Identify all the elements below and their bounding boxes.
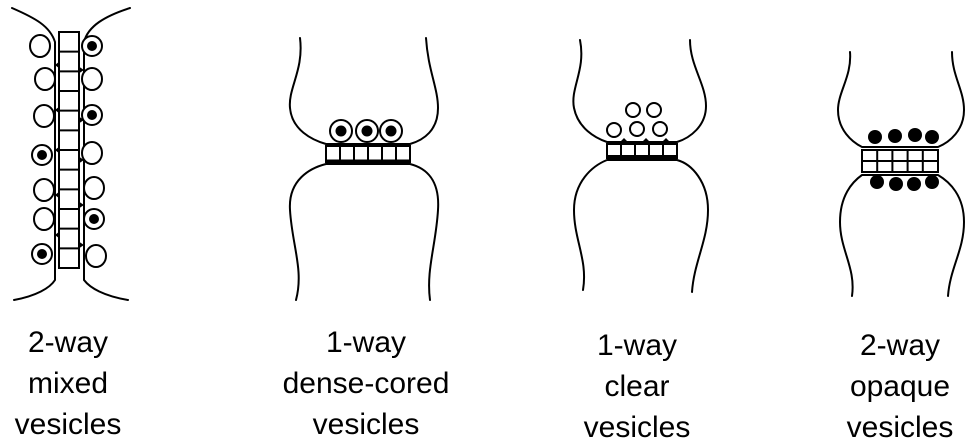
synapse-mixed (12, 8, 130, 300)
postsynaptic-terminal (290, 164, 438, 300)
synapse-opaque (838, 52, 964, 296)
opaque-vesicle (908, 128, 922, 142)
caption-line-1: 1-way (326, 326, 406, 359)
postsynaptic-terminal (840, 175, 964, 296)
clear-vesicle (626, 103, 640, 117)
clear-vesicle (630, 122, 644, 136)
clear-vesicle (84, 177, 104, 199)
opaque-vesicle (870, 175, 884, 189)
junction-ladder (59, 32, 79, 268)
dense-cored-vesicle (380, 120, 402, 142)
junction-density-marks (618, 138, 672, 144)
opaque-vesicle (925, 175, 939, 189)
dense-cored-vesicle (82, 105, 102, 125)
clear-vesicle (607, 123, 621, 137)
opaque-vesicle (907, 177, 921, 191)
synapse-clear (573, 40, 708, 292)
caption-line-3: vesicles (313, 408, 420, 441)
clear-vesicle (30, 35, 50, 57)
dense-cored-vesicle (32, 244, 52, 264)
caption-line-1: 2-way (28, 326, 108, 359)
clear-vesicle (35, 68, 55, 90)
postsynaptic-terminal (574, 160, 708, 292)
opaque-vesicle (925, 130, 939, 144)
opaque-vesicle (889, 177, 903, 191)
junction-ladder (326, 146, 410, 162)
dense-cored-vesicle (82, 36, 102, 56)
caption-line-2: clear (604, 370, 669, 403)
opaque-vesicle (868, 130, 882, 144)
caption-opaque: 2-way opaque vesicles (847, 329, 954, 444)
clear-vesicle (34, 179, 54, 201)
caption-line-3: vesicles (15, 408, 122, 441)
clear-vesicle (647, 103, 661, 117)
synapse-dense-cored (290, 38, 438, 300)
caption-line-1: 1-way (597, 329, 677, 362)
caption-dense-cored: 1-way dense-cored vesicles (283, 326, 450, 441)
clear-vesicle (34, 105, 54, 127)
caption-line-2: mixed (28, 367, 108, 400)
dense-cored-vesicle (32, 145, 52, 165)
vesicle-group-dense-cored (330, 120, 402, 142)
caption-mixed: 2-way mixed vesicles (15, 326, 122, 441)
clear-vesicle (86, 245, 106, 267)
caption-line-3: vesicles (584, 411, 691, 444)
opaque-vesicle (888, 129, 902, 143)
clear-vesicle (82, 142, 102, 164)
junction-ladder (607, 144, 677, 158)
vesicle-group-clear (607, 103, 667, 137)
clear-vesicle (82, 68, 102, 90)
clear-vesicle (653, 122, 667, 136)
caption-line-1: 2-way (860, 329, 940, 362)
dense-cored-vesicle (84, 209, 104, 229)
dense-cored-vesicle (330, 120, 352, 142)
caption-line-2: dense-cored (283, 367, 450, 400)
dense-cored-vesicle (356, 120, 378, 142)
caption-line-2: opaque (850, 370, 950, 403)
caption-clear: 1-way clear vesicles (584, 329, 691, 444)
junction-ladder (862, 150, 938, 172)
clear-vesicle (34, 208, 54, 230)
caption-line-3: vesicles (847, 411, 954, 444)
